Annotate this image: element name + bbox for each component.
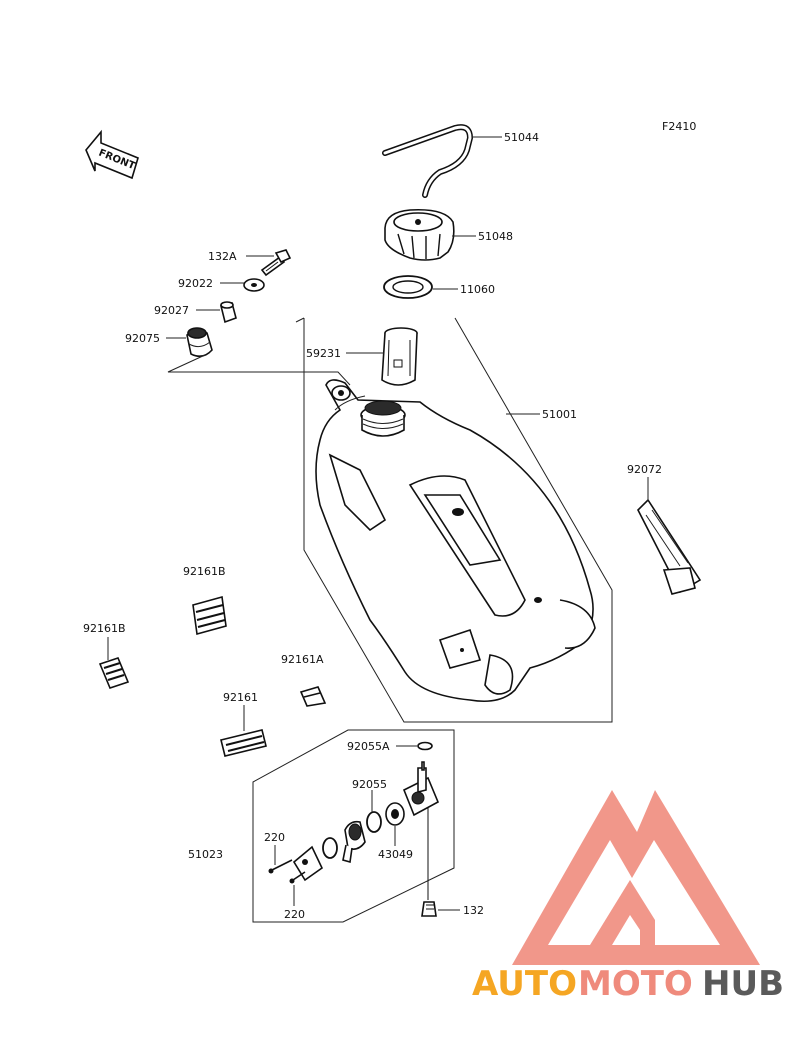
label-92072: 92072 xyxy=(627,463,662,476)
label-92161b-left: 92161B xyxy=(83,622,126,635)
label-92075: 92075 xyxy=(125,332,160,345)
label-92161a: 92161A xyxy=(281,653,324,666)
label-11060: 11060 xyxy=(460,283,495,296)
figure-code: F2410 xyxy=(662,120,696,133)
label-59231: 59231 xyxy=(306,347,341,360)
screw-220-upper xyxy=(268,859,293,874)
bolt-132a xyxy=(260,249,292,277)
label-92055: 92055 xyxy=(352,778,387,791)
front-arrow-icon: FRONT xyxy=(85,129,139,180)
breather-hose xyxy=(382,124,474,198)
label-51044: 51044 xyxy=(504,131,539,144)
label-92161b-upper: 92161B xyxy=(183,565,226,578)
label-220-upper: 220 xyxy=(264,831,285,844)
label-43049: 43049 xyxy=(378,848,413,861)
label-92055a: 92055A xyxy=(347,740,390,753)
automotohub-logo xyxy=(512,790,760,965)
screw-220-lower xyxy=(289,871,306,884)
label-51048: 51048 xyxy=(478,230,513,243)
label-132: 132 xyxy=(463,904,484,917)
bolt-132 xyxy=(421,901,437,917)
automotohub-wordmark: AUTO MOTO HUB xyxy=(472,964,784,1004)
label-92027: 92027 xyxy=(154,304,189,317)
rubber-92161b-left xyxy=(98,657,130,689)
fuel-cap xyxy=(384,208,455,261)
collar-92027 xyxy=(220,301,237,324)
rubber-92161a xyxy=(299,686,327,707)
label-220-lower: 220 xyxy=(284,908,305,921)
svg-text:MOTO: MOTO xyxy=(578,964,693,1004)
svg-text:AUTO: AUTO xyxy=(472,964,577,1004)
gasket-43049 xyxy=(385,802,405,826)
o-ring-92055a xyxy=(417,741,433,751)
gasket xyxy=(383,275,433,299)
label-92161: 92161 xyxy=(223,691,258,704)
label-132a: 132A xyxy=(208,250,237,263)
filler-filter xyxy=(381,327,418,386)
band-92072 xyxy=(637,498,702,595)
rubber-92161 xyxy=(220,729,267,757)
grommet-92075 xyxy=(186,327,213,358)
rubber-92161b-upper xyxy=(192,595,227,636)
fuel-tank xyxy=(315,379,596,703)
label-51001: 51001 xyxy=(542,408,577,421)
fuel-cock-lever xyxy=(342,820,366,864)
label-51023: 51023 xyxy=(188,848,223,861)
o-ring-92055 xyxy=(366,811,382,833)
label-92022: 92022 xyxy=(178,277,213,290)
fuel-cock-plate xyxy=(292,845,324,882)
o-ring-middle xyxy=(322,837,338,859)
washer-92022 xyxy=(243,278,265,292)
fuel-cock xyxy=(402,761,440,900)
svg-text:HUB: HUB xyxy=(702,964,784,1004)
